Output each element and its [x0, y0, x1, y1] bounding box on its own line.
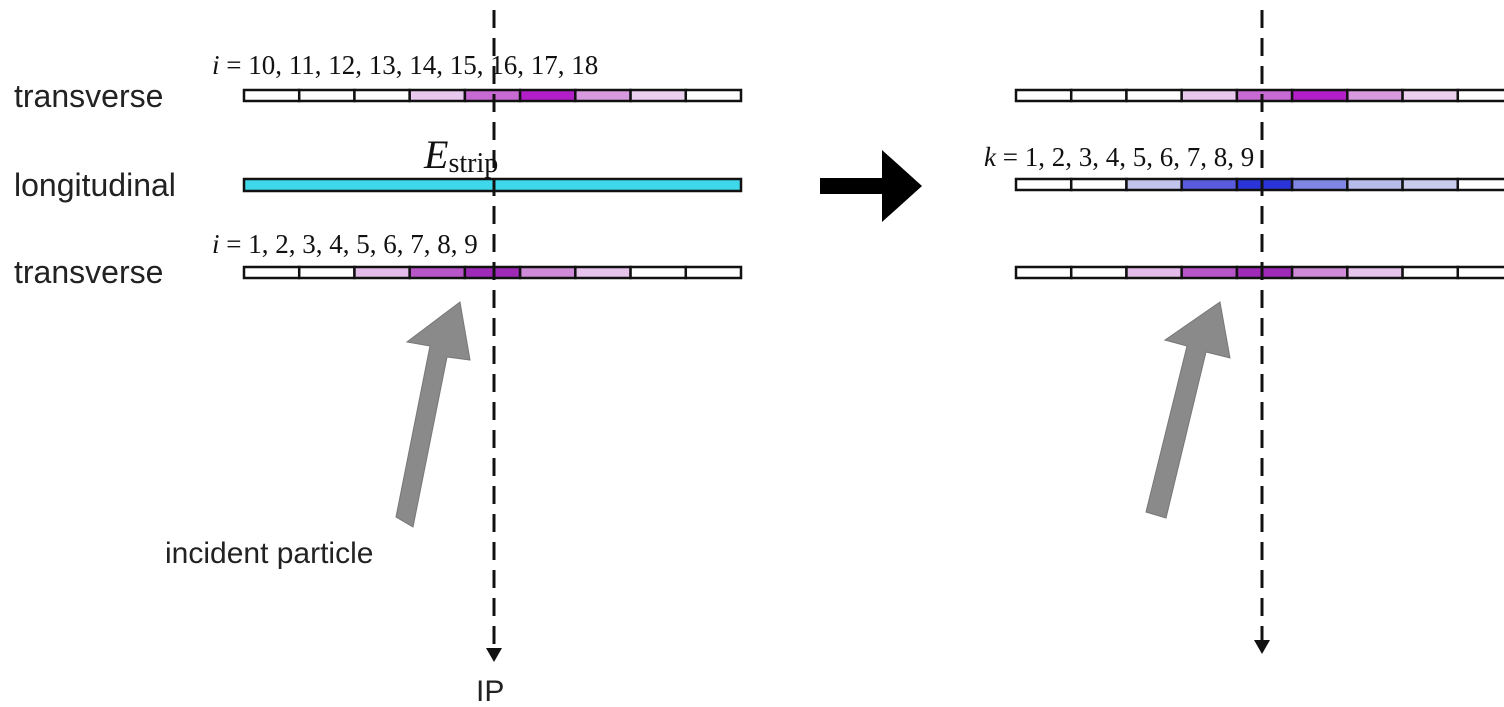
right-top-strip-cell-2 [1069, 88, 1128, 103]
left-ip-arrowhead [486, 648, 502, 662]
right-top-strip-cell-7 [1346, 88, 1404, 103]
top-strip-index-label: i = 10, 11, 12, 13, 14, 15, 16, 17, 18 [212, 50, 598, 80]
top-index-values: 10, 11, 12, 13, 14, 15, 16, 17, 18 [248, 50, 598, 80]
left-incident-particle-arrow [395, 301, 471, 528]
left-top-strip-cell-8 [629, 88, 688, 103]
right-bottom-strip-cell-3 [1125, 265, 1183, 280]
left-bottom-strip-cell-9 [684, 265, 743, 280]
left-bottom-strip-cell-1 [242, 265, 301, 280]
layer-label-transverse-bottom: transverse [14, 254, 163, 290]
energy-strip-label: Estrip [423, 132, 498, 179]
right-reconstructed-strip-cell-8 [1401, 177, 1460, 192]
left-top-strip-cell-2 [297, 88, 356, 103]
right-top-strip-cell-6 [1290, 88, 1349, 103]
left-bottom-strip-cell-7 [574, 265, 632, 280]
right-bottom-strip-cell-4 [1180, 265, 1239, 280]
top-index-variable: i [212, 50, 220, 80]
right-reconstructed-strip-cell-3 [1125, 177, 1183, 192]
right-reconstructed-strip-cell-9 [1456, 177, 1504, 192]
top-index-equals: = [220, 50, 249, 80]
right-top-strip-cell-3 [1125, 88, 1183, 103]
right-bottom-strip-cell-7 [1346, 265, 1404, 280]
incident-particle-label: incident particle [165, 537, 373, 570]
left-top-strip-cell-4 [408, 88, 467, 103]
left-top-transverse-strips [242, 88, 743, 103]
right-bottom-strip-cell-5 [1235, 265, 1294, 280]
k-index-variable: k [984, 142, 997, 172]
right-bottom-transverse-strips [1014, 265, 1504, 280]
right-reconstructed-strip-cell-7 [1346, 177, 1404, 192]
right-bottom-strip-cell-1 [1014, 265, 1073, 280]
k-index-equals: = [996, 142, 1025, 172]
right-reconstructed-strip-cell-4 [1180, 177, 1239, 192]
right-reconstructed-strip-cell-6 [1290, 177, 1349, 192]
left-bottom-strip-cell-4 [408, 265, 467, 280]
left-bottom-strip-cell-3 [353, 265, 411, 280]
energy-symbol: E [423, 132, 448, 177]
right-bottom-strip-cell-8 [1401, 265, 1460, 280]
left-top-strip-cell-7 [574, 88, 632, 103]
left-top-strip-cell-9 [684, 88, 743, 103]
right-reconstructed-strip-cell-2 [1069, 177, 1128, 192]
left-top-strip-cell-1 [242, 88, 301, 103]
right-top-transverse-strips [1014, 88, 1504, 103]
right-incident-particle-arrow [1145, 301, 1231, 519]
left-bottom-strip-cell-8 [629, 265, 688, 280]
right-top-strip-cell-4 [1180, 88, 1239, 103]
layer-label-transverse-top: transverse [14, 78, 163, 114]
bottom-index-values: 1, 2, 3, 4, 5, 6, 7, 8, 9 [248, 229, 478, 259]
right-reconstructed-strips [1014, 177, 1504, 192]
k-strip-index-label: k = 1, 2, 3, 4, 5, 6, 7, 8, 9 [984, 142, 1254, 172]
energy-subscript: strip [448, 148, 498, 179]
left-bottom-strip-cell-2 [297, 265, 356, 280]
k-index-values: 1, 2, 3, 4, 5, 6, 7, 8, 9 [1025, 142, 1255, 172]
right-reconstructed-strip-cell-5 [1235, 177, 1294, 192]
right-top-strip-cell-1 [1014, 88, 1073, 103]
left-top-strip-cell-6 [518, 88, 577, 103]
right-top-strip-cell-9 [1456, 88, 1504, 103]
left-top-strip-cell-3 [353, 88, 411, 103]
ip-label: IP [476, 675, 504, 707]
bottom-index-variable: i [212, 229, 220, 259]
left-bottom-strip-cell-6 [518, 265, 577, 280]
bottom-index-equals: = [220, 229, 249, 259]
right-ip-arrowhead [1254, 640, 1270, 654]
bottom-strip-index-label: i = 1, 2, 3, 4, 5, 6, 7, 8, 9 [212, 229, 478, 259]
layer-label-longitudinal: longitudinal [14, 167, 176, 203]
right-top-strip-cell-8 [1401, 88, 1460, 103]
right-bottom-strip-cell-2 [1069, 265, 1128, 280]
right-bottom-strip-cell-9 [1456, 265, 1504, 280]
right-bottom-strip-cell-6 [1290, 265, 1349, 280]
transformation-arrow [820, 150, 922, 222]
right-reconstructed-strip-cell-1 [1014, 177, 1073, 192]
right-top-strip-cell-5 [1235, 88, 1294, 103]
